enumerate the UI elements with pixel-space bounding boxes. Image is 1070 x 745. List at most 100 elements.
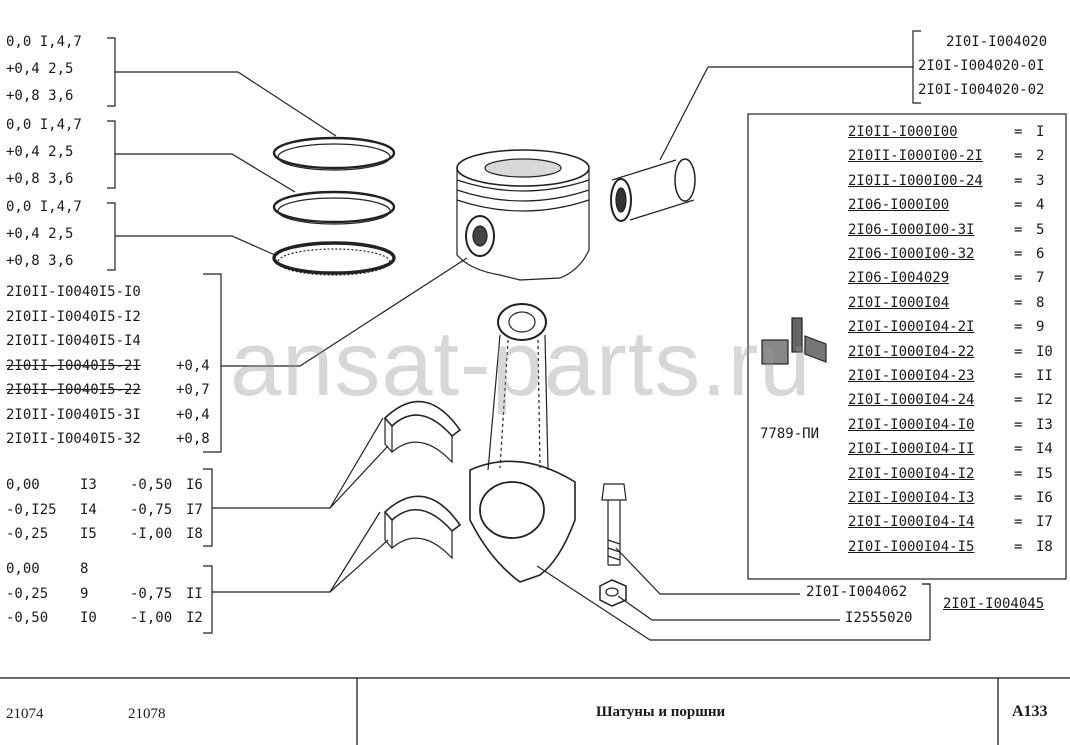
rod-code: 2I06-I000I00-32 [848,246,975,262]
rod-code: 2I06-I004029 [848,270,950,287]
rod-number: I4 [1036,441,1053,458]
rod-eq: = [1014,319,1023,336]
pin-code: 2I0I-I004020-0I [918,58,1045,74]
ring-size-row: 0,0 I,4,7 [6,199,82,215]
bearing-cell: II [186,585,203,602]
piston-oversize: +0,7 [176,382,210,398]
rod-code: 2I0II-I000I00-24 [848,172,983,189]
bearing-cell: -0,I25 [6,501,57,518]
footer-page: A133 [1012,703,1048,720]
rod-number: I0 [1036,343,1053,360]
rod-eq: = [1014,124,1023,140]
rod-code: 2I06-I000I00 [848,197,950,214]
rod-number: 6 [1036,246,1045,262]
ring-size-row: +0,4 2,5 [6,61,74,77]
rod-code: 2I0I-I000I04-I5 [848,538,975,555]
ring-size-row: +0,8 3,6 [6,171,74,187]
rod-eq: = [1014,294,1023,311]
rod-number: 7 [1036,270,1045,287]
bearing-cell: 0,00 [6,561,40,577]
piston-code: 2I0II-I0040I5-22 [6,382,141,398]
marking-label: 7789-ПИ [760,426,820,442]
piston-oversize: +0,4 [176,357,210,374]
piston-code: 2I0II-I0040I5-32 [6,431,141,447]
bearing-cell: I7 [186,501,203,518]
footer-title: Шатуны и поршни [596,704,726,720]
rod-number: I7 [1036,514,1053,531]
rod-code: 2I0I-I000I04-I0 [848,416,975,433]
rod-code: 2I0I-I000I04-22 [848,343,975,360]
rod-eq: = [1014,441,1023,458]
rod-code: 2I0I-I000I04-I2 [848,465,975,482]
watermark: ansat-parts.ru [230,313,812,415]
bearing-cell: -0,75 [130,585,173,602]
rod-code: 2I0I-I000I04-I3 [848,490,975,506]
rod-number: 2 [1036,148,1045,165]
ring-size-row: +0,4 2,5 [6,226,74,242]
rod-number: I [1036,124,1045,140]
rod-code: 2I06-I000I00-3I [848,221,975,238]
bearing-cell: I8 [186,526,203,542]
ring-size-row: +0,8 3,6 [6,88,74,104]
ring-bracket-1 [107,37,116,107]
bearing-cell: -0,25 [6,585,49,602]
rod-eq: = [1014,368,1023,384]
rod-code: 2I0II-I000I00-2I [848,148,983,165]
rod-number: I6 [1036,490,1053,506]
bearing-cell: -0,50 [6,610,49,626]
rod-eq: = [1014,392,1023,409]
footer-model-1: 21074 [6,706,44,722]
rod-number: I2 [1036,392,1053,409]
bearing-cell: I4 [80,501,97,518]
ring-bracket-3 [107,202,116,271]
pin-code: 2I0I-I004020-02 [918,82,1045,98]
rod-code: 2I0I-I000I04-2I [848,319,975,336]
pin-code: 2I0I-I004020 [946,34,1048,50]
rod-eq: = [1014,246,1023,262]
rod-eq: = [1014,465,1023,482]
ring-bracket-2 [107,120,116,189]
rod-eq: = [1014,172,1023,189]
bearing-cell: -I,00 [130,526,173,542]
bearing-cell: 0,00 [6,477,40,493]
bearing-cell: -0,50 [130,477,173,493]
rod-eq: = [1014,490,1023,506]
bearing-cell: 9 [80,585,89,602]
bolt-code: 2I0I-I004062 [806,584,908,600]
piston-oversize: +0,4 [176,406,210,423]
bearing-cell: -0,75 [130,501,173,518]
ring-size-row: +0,4 2,5 [6,144,74,160]
bearing-cell: I3 [80,477,97,493]
footer-model-2: 21078 [128,706,166,722]
piston-code: 2I0II-I0040I5-2I [6,357,141,374]
bearing-cell: I5 [80,526,97,542]
bearing-cell: -0,25 [6,526,49,542]
rod-number: 3 [1036,172,1045,189]
ring-size-row: 0,0 I,4,7 [6,117,82,133]
rod-number: I3 [1036,416,1053,433]
piston-code: 2I0II-I0040I5-I2 [6,308,141,325]
rod-eq: = [1014,197,1023,214]
bearing-cell: -I,00 [130,610,173,626]
piston-code: 2I0II-I0040I5-I4 [6,333,141,349]
rod-code: 2I0I-I000I04-I4 [848,514,975,531]
rod-eq: = [1014,538,1023,555]
bearing-cell: I6 [186,477,203,493]
rod-number: 5 [1036,221,1045,238]
rod-eq: = [1014,148,1023,165]
rod-code: 2I0II-I000I00 [848,124,958,140]
rod-eq: = [1014,270,1023,287]
piston-code: 2I0II-I0040I5-3I [6,406,141,423]
rod-code: 2I0I-I000I04-24 [848,392,975,409]
rod-eq: = [1014,221,1023,238]
rod-eq: = [1014,343,1023,360]
bearing-cell: 8 [80,561,89,577]
rod-eq: = [1014,416,1023,433]
rod-code: 2I0I-I000I04-II [848,441,975,458]
rod-number: 9 [1036,319,1045,336]
ring-size-row: 0,0 I,4,7 [6,34,82,50]
rod-code: 2I0I-I000I04-23 [848,368,975,384]
rod-number: 4 [1036,197,1045,214]
ring-size-row: +0,8 3,6 [6,253,74,269]
